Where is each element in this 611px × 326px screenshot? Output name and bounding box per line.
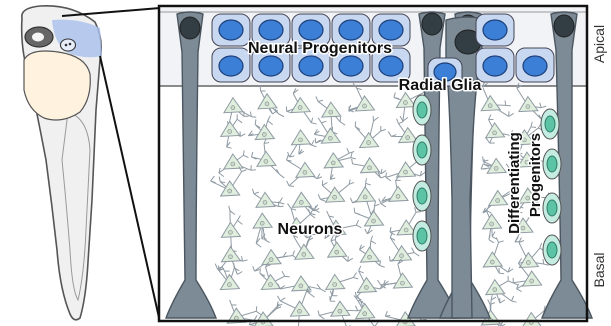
differentiating-cell — [413, 95, 431, 125]
progenitor-cell — [212, 48, 250, 82]
magnified-neuroepithelium: Neural Progenitors Radial Glia Neurons D… — [159, 5, 607, 326]
differentiating-cell — [543, 149, 561, 179]
otolith — [69, 43, 72, 46]
zebrafish-embryo — [22, 6, 160, 322]
progenitor-cell — [516, 48, 554, 82]
otolith — [65, 44, 68, 47]
label-differentiating: Differentiating — [506, 132, 523, 234]
progenitor-cell — [212, 14, 250, 46]
label-neurons: Neurons — [278, 221, 343, 238]
label-basal: Basal — [591, 252, 607, 287]
label-apical: Apical — [591, 25, 607, 63]
embryo-eye-lens — [32, 33, 44, 42]
progenitor-cell — [476, 14, 514, 46]
differentiating-cell — [543, 193, 561, 223]
label-progenitors: Progenitors — [527, 133, 544, 217]
embryo-yolk — [24, 51, 90, 120]
zoom-line-bottom — [100, 56, 160, 322]
differentiating-cell — [543, 235, 561, 265]
label-neural-progenitors: Neural Progenitors — [248, 40, 392, 57]
differentiating-cell — [413, 221, 431, 251]
differentiating-cell — [413, 135, 431, 165]
progenitor-cell — [476, 48, 514, 82]
label-radial-glia: Radial Glia — [399, 77, 482, 94]
differentiating-cell — [413, 181, 431, 211]
embryo-otic-vesicle — [61, 39, 76, 51]
